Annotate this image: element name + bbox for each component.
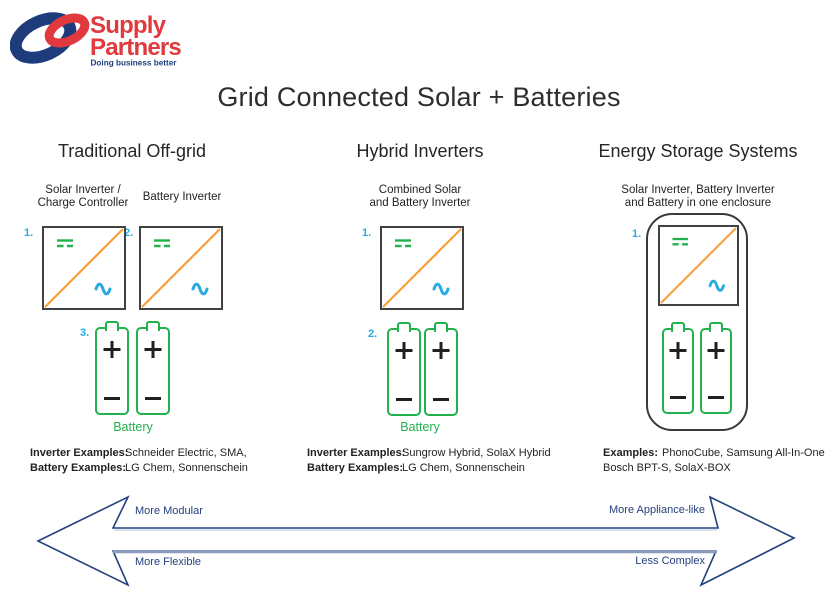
example-row: Battery Examples: LG Chem, Sonnenschein [30, 461, 248, 476]
example-label: Battery Examples: [30, 461, 126, 474]
logo-word-1: Supply [90, 12, 167, 39]
column3-examples: Examples: PhonoCube, Samsung All-In-One … [603, 446, 825, 475]
example-label: Examples: [603, 447, 659, 459]
minus-icon [708, 395, 724, 399]
logo-tagline: Doing business better [91, 59, 178, 68]
example-value: LG Chem, Sonnenschein [402, 461, 525, 474]
battery-icon [95, 321, 129, 415]
battery-terminal [146, 321, 160, 331]
example-label: Inverter Examples: [307, 447, 406, 459]
example-row: Battery Examples: LG Chem, Sonnenschein [307, 461, 551, 476]
column3-header: Energy Storage Systems [598, 141, 798, 161]
minus-icon [104, 396, 120, 400]
example-row: Examples: PhonoCube, Samsung All-In-One [603, 446, 825, 461]
battery-icon [700, 322, 732, 414]
hybrid-inverter-icon [380, 226, 464, 310]
column1-inverter1-label: Solar Inverter / Charge Controller [33, 184, 133, 210]
battery-terminal [709, 322, 723, 332]
example-row: Inverter Examples: Sungrow Hybrid, SolaX… [307, 446, 551, 461]
label-line: Solar Inverter / [45, 184, 121, 196]
label-line: Charge Controller [37, 197, 129, 209]
label-line: and Battery Inverter [369, 197, 471, 209]
battery-icon [387, 322, 421, 416]
battery-terminal [397, 322, 411, 332]
example-row: Bosch BPT-S, SolaX-BOX [603, 461, 825, 476]
supply-partners-logo: Supply Partners Doing business better [10, 12, 182, 68]
battery-terminal [671, 322, 685, 332]
arrow-label-more-flexible: More Flexible [135, 556, 202, 568]
step-number: 1. [24, 227, 34, 239]
battery-terminal [434, 322, 448, 332]
label-line: Solar Inverter, Battery Inverter [621, 184, 775, 196]
battery-icon [662, 322, 694, 414]
example-label: Inverter Examples: [30, 447, 129, 459]
column2-header: Hybrid Inverters [356, 141, 484, 161]
minus-icon [670, 395, 686, 399]
solar-inverter-icon [42, 226, 126, 310]
example-value: LG Chem, Sonnenschein [125, 461, 248, 474]
plus-icon [144, 341, 162, 358]
arrow-label-less-complex: Less Complex [635, 555, 705, 567]
column1-inverter2-label: Battery Inverter [142, 191, 222, 203]
ess-inverter-icon [658, 225, 739, 306]
plus-icon [432, 342, 450, 359]
step-number: 3. [80, 327, 90, 339]
example-value: Schneider Electric, SMA, [125, 447, 247, 459]
example-value: Bosch BPT-S, SolaX-BOX [603, 461, 731, 474]
battery-inverter-icon [139, 226, 223, 310]
battery-caption: Battery [113, 420, 153, 434]
minus-icon [145, 396, 161, 400]
battery-terminal [105, 321, 119, 331]
step-number: 2. [368, 328, 378, 340]
arrow-label-more-modular: More Modular [135, 505, 203, 517]
example-value: PhonoCube, Samsung All-In-One [662, 447, 825, 459]
plus-icon [707, 342, 725, 359]
battery-icon [136, 321, 170, 415]
minus-icon [433, 397, 449, 401]
step-number: 1. [362, 227, 372, 239]
plus-icon [103, 341, 121, 358]
example-label: Battery Examples: [307, 461, 403, 474]
label-line: and Battery in one enclosure [624, 197, 772, 209]
label-line: Combined Solar [378, 184, 462, 196]
logo-word-2: Partners [90, 34, 181, 61]
column2-inverter-label: Combined Solar and Battery Inverter [335, 184, 505, 210]
plus-icon [669, 342, 687, 359]
battery-caption: Battery [400, 420, 440, 434]
example-value: Sungrow Hybrid, SolaX Hybrid [402, 447, 551, 459]
plus-icon [395, 342, 413, 359]
column3-system-label: Solar Inverter, Battery Inverter and Bat… [608, 184, 788, 210]
page-title: Grid Connected Solar + Batteries [217, 82, 621, 112]
step-number: 1. [632, 228, 642, 240]
minus-icon [396, 397, 412, 401]
battery-icon [424, 322, 458, 416]
column1-examples: Inverter Examples: Schneider Electric, S… [30, 446, 248, 475]
column2-examples: Inverter Examples: Sungrow Hybrid, SolaX… [307, 446, 551, 475]
logo-rings-icon [10, 12, 90, 64]
arrow-label-more-appliance-like: More Appliance-like [609, 504, 705, 516]
column1-header: Traditional Off-grid [57, 141, 207, 161]
example-row: Inverter Examples: Schneider Electric, S… [30, 446, 248, 461]
modularity-spectrum-arrow-icon [36, 495, 796, 587]
step-number: 2. [124, 227, 134, 239]
